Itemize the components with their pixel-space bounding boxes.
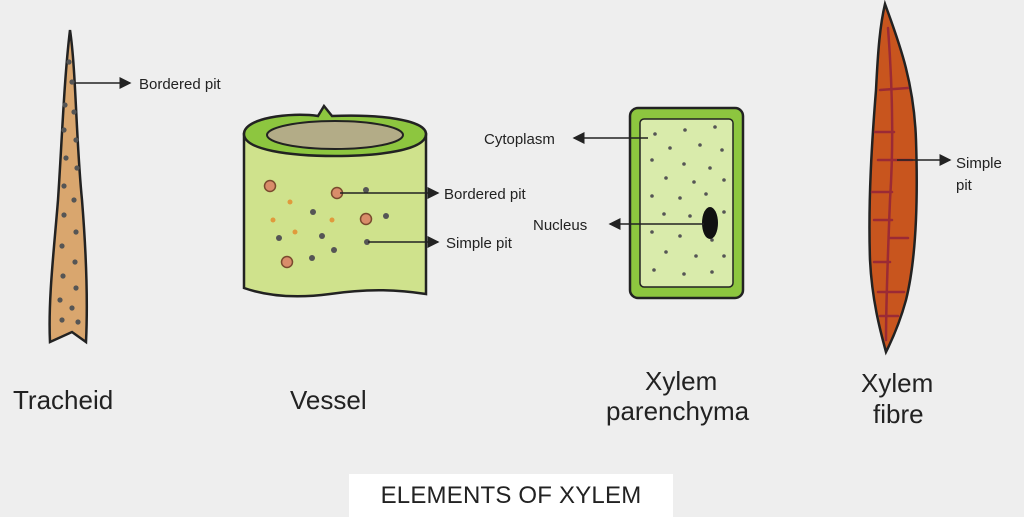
parenchyma-cytoplasm <box>639 118 734 288</box>
fibre-cell <box>868 0 918 356</box>
figure-title: ELEMENTS OF XYLEM <box>380 481 642 509</box>
parenchyma-cytoplasm-label: Cytoplasm <box>484 131 555 148</box>
vessel: Bordered pit Simple pit Vessel <box>242 103 527 415</box>
vessel-bordered-pit-label: Bordered pit <box>444 186 527 203</box>
vessel-simple-pits <box>276 187 389 261</box>
fibre-pit-canals <box>870 26 914 342</box>
parenchyma-name-line1: Xylem <box>645 366 717 396</box>
vessel-body <box>242 132 428 298</box>
fibre-name-line2: fibre <box>873 399 924 429</box>
parenchyma-name-line2: parenchyma <box>606 396 750 426</box>
fibre-name-line1: Xylem <box>861 368 933 398</box>
figure-title-box: ELEMENTS OF XYLEM <box>349 474 673 517</box>
tracheid-pit-label: Bordered pit <box>139 76 222 93</box>
tracheid: Bordered pit Tracheid <box>13 29 222 415</box>
parenchyma-granules <box>650 125 726 276</box>
tracheid-name: Tracheid <box>13 385 113 415</box>
tracheid-cell <box>48 29 89 345</box>
fibre: Simple pit Xylem fibre <box>861 0 1002 429</box>
parenchyma: Cytoplasm Nucleus Xylem parenchyma <box>484 106 750 426</box>
vessel-simple-pit-label: Simple pit <box>446 235 513 252</box>
vessel-lumen <box>266 120 404 150</box>
parenchyma-nucleus-label: Nucleus <box>533 217 587 234</box>
tracheid-pits <box>57 59 81 325</box>
fibre-pit-label-line2: pit <box>956 177 973 194</box>
vessel-bordered-pits <box>263 179 373 269</box>
vessel-name: Vessel <box>290 385 367 415</box>
vessel-small-pits <box>270 199 335 235</box>
parenchyma-nucleus <box>702 207 718 239</box>
fibre-pit-label-line1: Simple <box>956 155 1002 172</box>
